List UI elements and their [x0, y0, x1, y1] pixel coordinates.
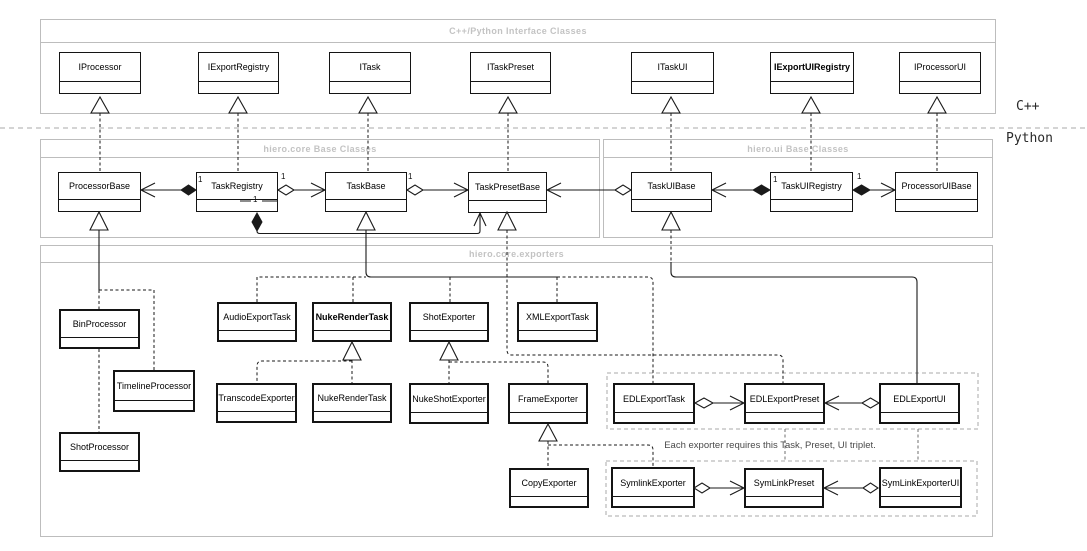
class-box-SymLinkPreset: SymLinkPreset: [744, 468, 824, 508]
container-ui-base-header: hiero.ui Base Classes: [604, 140, 992, 158]
cpp-region-label: C++: [1016, 99, 1040, 114]
class-name: SymlinkExporter: [613, 469, 693, 497]
class-box-EDLExportTask: EDLExportTask: [613, 383, 695, 424]
class-box-EDLExportPreset: EDLExportPreset: [744, 383, 825, 424]
class-name: SymLinkExporterUI: [881, 469, 960, 497]
class-box-ProcessorBase: ProcessorBase: [58, 172, 141, 212]
class-box-BinProcessor: BinProcessor: [59, 309, 140, 349]
class-box-NukeRenderTaskBase: NukeRenderTask: [312, 302, 392, 342]
class-box-ITask: ITask: [329, 52, 411, 94]
class-name: IExportUIRegistry: [771, 53, 853, 82]
class-box-IProcessorUI: IProcessorUI: [899, 52, 981, 94]
class-name: ITaskPreset: [471, 53, 550, 82]
class-name: ShotProcessor: [61, 434, 138, 461]
class-box-TaskUIRegistry: TaskUIRegistry: [770, 172, 853, 212]
container-title: hiero.ui Base Classes: [747, 143, 849, 154]
container-interfaces: C++/Python Interface Classes: [40, 19, 996, 114]
class-name: ITaskUI: [632, 53, 713, 82]
class-name: TranscodeExporter: [218, 385, 295, 412]
class-name: NukeRenderTask: [314, 304, 390, 331]
class-box-SymlinkExporter: SymlinkExporter: [611, 467, 695, 508]
class-name: FrameExporter: [510, 385, 586, 413]
class-box-SymLinkExporterUI: SymLinkExporterUI: [879, 467, 962, 508]
class-box-FrameExporter: FrameExporter: [508, 383, 588, 424]
class-name: TaskUIRegistry: [771, 173, 852, 200]
class-name: SymLinkPreset: [746, 470, 822, 497]
class-name: TaskUIBase: [632, 173, 711, 200]
class-box-TimelineProcessor: TimelineProcessor: [113, 370, 195, 412]
class-name: BinProcessor: [61, 311, 138, 338]
triplet-annotation: Each exporter requires this Task, Preset…: [664, 440, 876, 451]
class-box-ITaskUI: ITaskUI: [631, 52, 714, 94]
class-name: ProcessorUIBase: [896, 173, 977, 200]
class-box-ProcessorUIBase: ProcessorUIBase: [895, 172, 978, 212]
class-name: ITask: [330, 53, 410, 82]
class-box-IExportRegistry: IExportRegistry: [198, 52, 279, 94]
container-core-base: hiero.core Base Classes: [40, 139, 600, 238]
container-core-base-header: hiero.core Base Classes: [41, 140, 599, 158]
class-box-ITaskPreset: ITaskPreset: [470, 52, 551, 94]
class-box-TaskPresetBase: TaskPresetBase: [468, 172, 547, 213]
class-box-TaskUIBase: TaskUIBase: [631, 172, 712, 212]
class-name: EDLExportTask: [615, 385, 693, 413]
multiplicity-label: 1: [408, 172, 413, 181]
class-box-CopyExporter: CopyExporter: [509, 468, 589, 508]
class-box-ShotProcessor: ShotProcessor: [59, 432, 140, 472]
container-interfaces-header: C++/Python Interface Classes: [41, 20, 995, 43]
multiplicity-label: 1: [253, 195, 258, 204]
class-name: XMLExportTask: [519, 304, 596, 331]
class-name: IExportRegistry: [199, 53, 278, 82]
class-box-TranscodeExporter: TranscodeExporter: [216, 383, 297, 423]
container-title: hiero.core Base Classes: [263, 143, 377, 154]
class-name: TimelineProcessor: [115, 372, 193, 401]
class-box-AudioExportTask: AudioExportTask: [217, 302, 297, 342]
class-box-TaskBase: TaskBase: [325, 172, 407, 212]
class-box-NukeRenderTask: NukeRenderTask: [312, 383, 392, 423]
class-name: IProcessorUI: [900, 53, 980, 82]
container-ui-base: hiero.ui Base Classes: [603, 139, 993, 238]
class-name: NukeRenderTask: [314, 385, 390, 412]
class-name: AudioExportTask: [219, 304, 295, 331]
class-name: TaskBase: [326, 173, 406, 200]
multiplicity-label: 1: [198, 175, 203, 184]
python-region-label: Python: [1006, 131, 1053, 146]
class-box-XMLExportTask: XMLExportTask: [517, 302, 598, 342]
container-title: hiero.core.exporters: [468, 249, 565, 259]
class-name: CopyExporter: [511, 470, 587, 497]
class-name: EDLExportPreset: [746, 385, 823, 413]
class-name: NukeShotExporter: [411, 385, 487, 413]
class-box-IExportUIRegistry: IExportUIRegistry: [770, 52, 854, 94]
class-name: TaskPresetBase: [469, 173, 546, 201]
multiplicity-label: 1: [857, 172, 862, 181]
class-box-ShotExporter: ShotExporter: [409, 302, 489, 342]
class-box-TaskRegistry: TaskRegistry: [196, 172, 278, 212]
class-name: ProcessorBase: [59, 173, 140, 200]
class-box-NukeShotExporter: NukeShotExporter: [409, 383, 489, 424]
class-name: TaskRegistry: [197, 173, 277, 200]
container-exporters-header: hiero.core.exporters: [41, 246, 992, 263]
class-name: EDLExportUI: [881, 385, 958, 413]
class-box-IProcessor: IProcessor: [59, 52, 141, 94]
multiplicity-label: 1: [281, 172, 286, 181]
class-name: IProcessor: [60, 53, 140, 82]
multiplicity-label: 1: [773, 175, 778, 184]
class-name: ShotExporter: [411, 304, 487, 331]
container-title: C++/Python Interface Classes: [449, 26, 587, 36]
class-box-EDLExportUI: EDLExportUI: [879, 383, 960, 424]
